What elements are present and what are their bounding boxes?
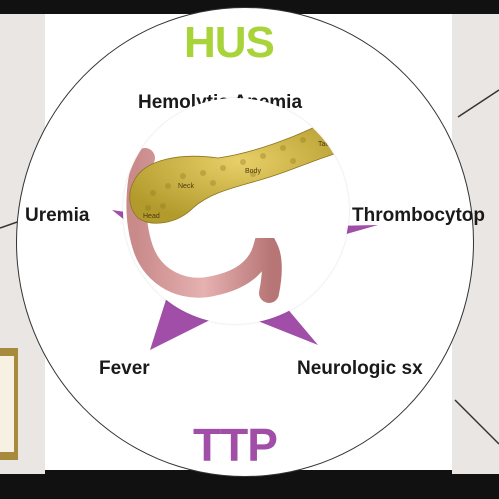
symptom-thrombocytopenia: Thrombocytop: [352, 205, 485, 227]
symptom-uremia: Uremia: [25, 205, 89, 227]
pancreas-label-tail: Tail: [318, 141, 329, 148]
symptom-fever: Fever: [99, 358, 150, 380]
pancreas-label-body: Body: [245, 168, 261, 175]
pancreas-image-inset: Head Neck Body Tail: [123, 98, 349, 324]
hus-title: HUS: [184, 18, 274, 68]
pancreas-illustration: Head Neck Body Tail: [123, 98, 349, 324]
pancreas-label-neck: Neck: [178, 183, 194, 190]
ttp-title: TTP: [193, 418, 277, 472]
pancreas-label-head: Head: [143, 213, 160, 220]
symptom-neurologic: Neurologic sx: [297, 358, 423, 380]
